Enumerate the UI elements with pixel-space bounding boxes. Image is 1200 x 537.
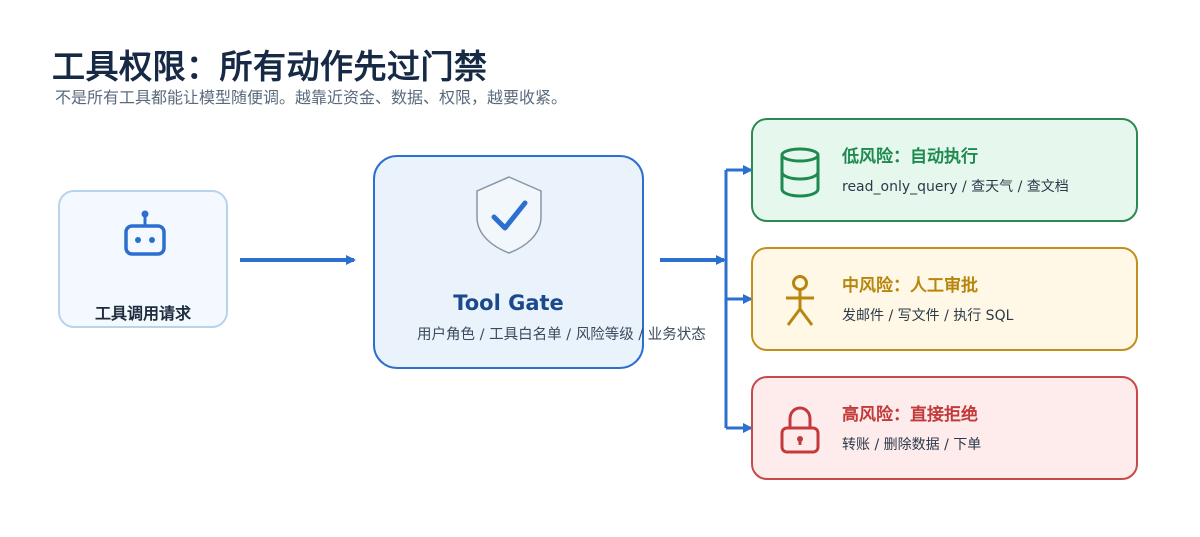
tool-call-request-node: 工具调用请求 xyxy=(58,190,228,328)
gate-title: Tool Gate xyxy=(453,291,564,315)
page-title: 工具权限：所有动作先过门禁 xyxy=(52,47,488,86)
high-risk-title: 高风险：直接拒绝 xyxy=(842,405,978,425)
mid-risk-title: 中风险：人工审批 xyxy=(842,276,978,296)
robot-icon xyxy=(124,210,166,256)
high-risk-node: 高风险：直接拒绝 转账 / 删除数据 / 下单 xyxy=(751,376,1138,480)
tool-gate-node: Tool Gate 用户角色 / 工具白名单 / 风险等级 / 业务状态 xyxy=(373,155,706,369)
request-label: 工具调用请求 xyxy=(94,304,191,323)
low-risk-desc: read_only_query / 查天气 / 查文档 xyxy=(842,179,1069,195)
high-risk-desc: 转账 / 删除数据 / 下单 xyxy=(842,437,982,453)
lock-icon xyxy=(780,406,820,454)
low-risk-title: 低风险：自动执行 xyxy=(842,147,978,167)
database-icon xyxy=(780,147,820,198)
mid-risk-desc: 发邮件 / 写文件 / 执行 SQL xyxy=(842,308,1014,324)
low-risk-node: 低风险：自动执行 read_only_query / 查天气 / 查文档 xyxy=(751,118,1138,222)
page-subtitle: 不是所有工具都能让模型随便调。越靠近资金、数据、权限，越要收紧。 xyxy=(55,88,568,107)
gate-subtitle: 用户角色 / 工具白名单 / 风险等级 / 业务状态 xyxy=(417,327,706,343)
mid-risk-node: 中风险：人工审批 发邮件 / 写文件 / 执行 SQL xyxy=(751,247,1138,351)
person-icon xyxy=(786,275,814,326)
shield-check-icon xyxy=(476,176,542,254)
